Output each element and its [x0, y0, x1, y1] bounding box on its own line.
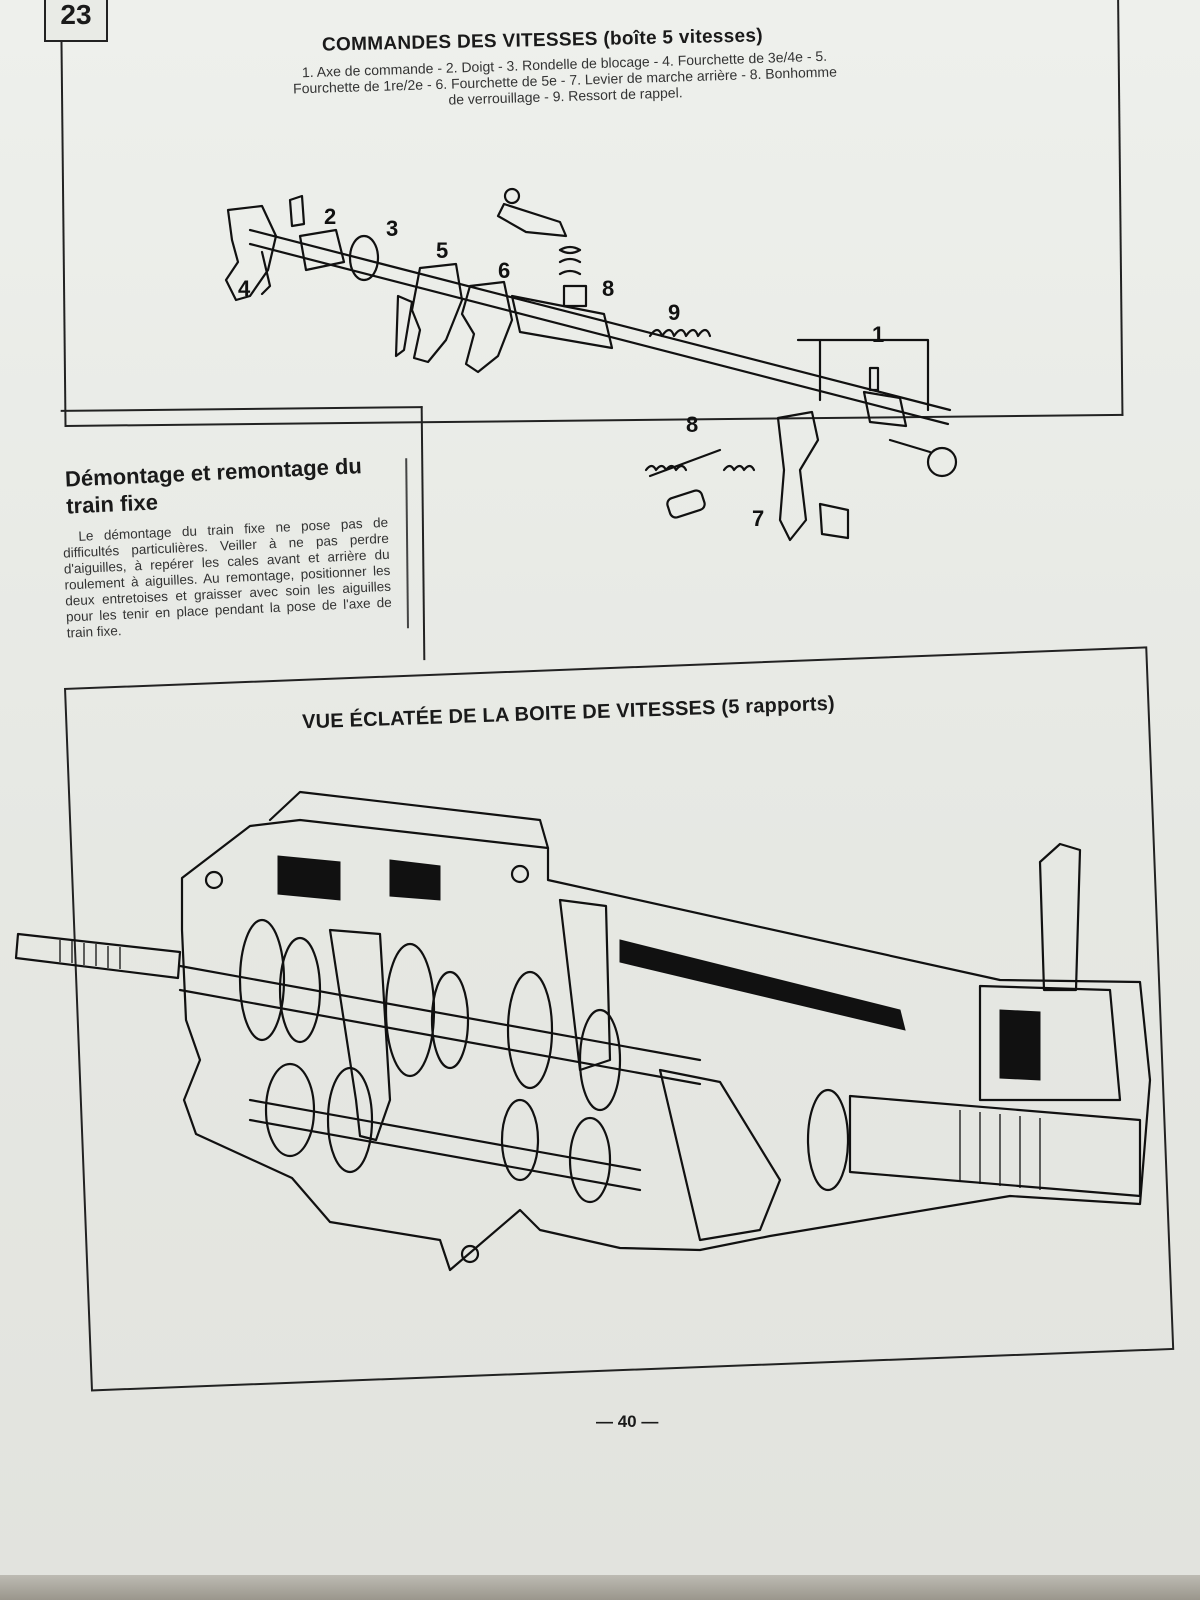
return-spring: [648, 328, 712, 338]
main-shaft: [178, 964, 702, 1086]
callout-3: 3: [386, 216, 398, 241]
fork-5th: [460, 280, 514, 374]
input-shaft: [14, 932, 182, 980]
callout-5: 5: [436, 238, 448, 263]
page-folio: — 40 —: [596, 1412, 659, 1431]
extension-rib: [658, 1068, 782, 1242]
extension-housing-shade: [619, 939, 906, 1031]
retaining-plate: [496, 202, 568, 238]
output-flange: [806, 1088, 850, 1192]
input-shaft-splines: [59, 940, 121, 969]
fork-3-4: [224, 204, 278, 302]
callout-1: 1: [872, 322, 884, 347]
gear-cluster-front: [238, 918, 470, 1174]
callout-8-upper: 8: [602, 276, 614, 301]
detent-spring: [558, 245, 582, 276]
roll-pin: [868, 366, 880, 392]
shift-hub: [510, 294, 614, 350]
reverse-spring: [722, 464, 756, 472]
selector-finger: [298, 228, 346, 272]
section-number: 23: [44, 0, 108, 42]
gearbox-housing: [180, 818, 1152, 1272]
callout-8-lower: 8: [686, 412, 698, 437]
shift-rod: [248, 228, 952, 426]
lever-housing-shade: [999, 1009, 1041, 1081]
mount-boss: [204, 870, 224, 890]
callout-4: 4: [238, 276, 251, 301]
cover-shadow: [277, 855, 341, 901]
rod-bracket: [796, 338, 930, 412]
gear-lever-stub: [1038, 842, 1082, 992]
top-cover: [268, 790, 550, 850]
gear-cluster-rear: [500, 970, 622, 1204]
output-shaft: [848, 1094, 1142, 1198]
detent-plunger: [562, 284, 588, 308]
output-splines: [959, 1110, 1041, 1190]
rod-clamp: [862, 390, 908, 428]
lower-detent-pin: [648, 448, 722, 478]
selector-pin: [288, 194, 306, 228]
plate-bolt: [503, 187, 521, 205]
fork-1-2-tine: [394, 294, 414, 358]
lower-detent-spring: [644, 464, 688, 472]
cutaway-shift-fork: [328, 928, 392, 1142]
lower-detent-plug: [666, 489, 706, 519]
lever-housing: [978, 984, 1122, 1102]
callout-9: 9: [668, 300, 680, 325]
reverse-lever: [776, 410, 820, 542]
cover-shadow-2: [389, 859, 441, 901]
reverse-lever-pad: [818, 502, 850, 540]
rod-end-link: [888, 438, 932, 454]
fork-1-2: [410, 262, 464, 364]
countershaft: [248, 1098, 642, 1192]
table-surface: [0, 1575, 1200, 1600]
callout-7: 7: [752, 506, 764, 531]
lock-washer: [348, 234, 380, 282]
mount-boss-2: [510, 864, 530, 884]
mount-boss-3: [460, 1244, 480, 1264]
callout-6: 6: [498, 258, 510, 283]
cutaway-shift-fork-2: [558, 898, 612, 1072]
rod-end-cap: [926, 446, 958, 478]
callout-2: 2: [324, 204, 336, 229]
fork-3-4-tine: [260, 250, 272, 296]
